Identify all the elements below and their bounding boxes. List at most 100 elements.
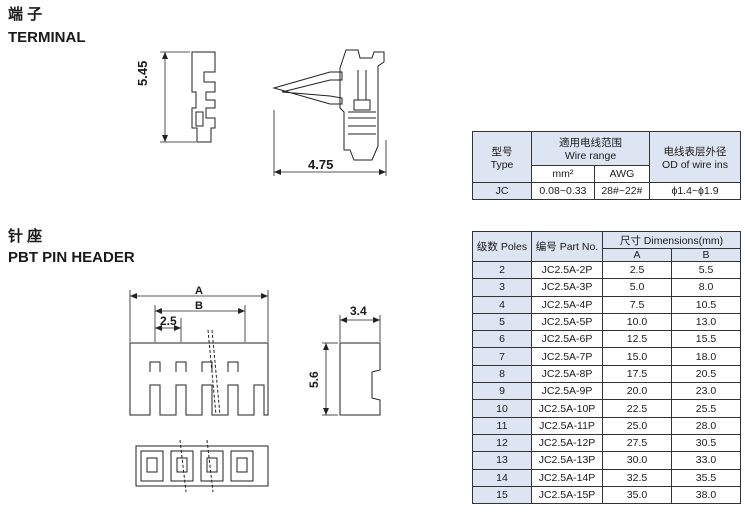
cell-poles: 3 [472, 278, 532, 297]
header-title-en: PBT PIN HEADER [8, 249, 135, 266]
cell-a: 12.5 [602, 330, 672, 349]
header-depth-label: 3.4 [350, 304, 367, 318]
cell-a: 15.0 [602, 347, 672, 366]
terminal-height-label: 5.45 [135, 60, 150, 86]
terminal-side-view [272, 49, 385, 161]
cell-b: 18.0 [670, 347, 742, 366]
cell-b: 38.0 [670, 485, 742, 505]
col-part-header: 编号 Part No. [531, 231, 603, 262]
cell-b: 8.0 [670, 278, 742, 297]
cell-a: 25.0 [602, 416, 672, 435]
cell-b: 33.0 [670, 451, 742, 470]
cell-b: 28.0 [670, 416, 742, 435]
terminal-title-en: TERMINAL [8, 29, 86, 46]
cell-b: 5.5 [670, 260, 742, 280]
cell-a: 22.5 [602, 399, 672, 418]
cell-part: JC2.5A-9P [531, 382, 603, 401]
header-side-view [322, 315, 381, 416]
cell-poles: 13 [472, 451, 532, 470]
header-dimensions [129, 290, 269, 342]
cell-b: 20.5 [670, 364, 742, 384]
cell-poles: 8 [472, 364, 532, 384]
cell-a: 7.5 [602, 295, 672, 314]
header-spec-table: 级数 Poles 编号 Part No. 尺寸 Dimensions(mm) A… [472, 231, 742, 505]
cell-a: 30.0 [602, 451, 672, 470]
cell-part: JC2.5A-10P [531, 399, 603, 418]
terminal-od-cell: ϕ1.4~ϕ1.9 [649, 182, 741, 200]
cell-a: 5.0 [602, 278, 672, 297]
cell-part: JC2.5A-6P [531, 330, 603, 349]
terminal-front-view [191, 51, 216, 143]
header-pitch-label: 2.5 [160, 314, 177, 328]
cell-part: JC2.5A-11P [531, 416, 603, 435]
cell-part: JC2.5A-5P [531, 312, 603, 332]
terminal-awg-cell: 28#~22# [593, 182, 651, 200]
terminal-width-label: 4.75 [308, 157, 334, 172]
terminal-dimensions [160, 51, 387, 176]
sub-mm2-header: mm² [531, 165, 595, 183]
header-dim-b-label: B [195, 300, 203, 312]
terminal-mm2-cell: 0.08~0.33 [531, 182, 595, 200]
header-bottom-view [135, 439, 269, 493]
col-dims-header: 尺寸 Dimensions(mm) [602, 231, 741, 249]
header-front-view [129, 329, 269, 416]
cell-b: 10.5 [670, 295, 742, 314]
cell-part: JC2.5A-3P [531, 278, 603, 297]
cell-part: JC2.5A-12P [531, 433, 603, 453]
cell-poles: 10 [472, 399, 532, 418]
cell-poles: 7 [472, 347, 532, 366]
cell-poles: 4 [472, 295, 532, 314]
cell-b: 30.5 [670, 433, 742, 453]
cell-a: 32.5 [602, 468, 672, 487]
sub-b-header: B [670, 248, 742, 262]
terminal-title-cn: 端 子 [8, 6, 43, 23]
cell-poles: 15 [472, 485, 532, 505]
cell-b: 35.5 [670, 468, 742, 487]
cell-part: JC2.5A-13P [531, 451, 603, 470]
col-poles-header: 级数 Poles [472, 231, 532, 262]
terminal-type-cell: JC [472, 182, 532, 200]
cell-a: 2.5 [602, 260, 672, 280]
cell-poles: 9 [472, 382, 532, 401]
cell-a: 17.5 [602, 364, 672, 384]
cell-poles: 14 [472, 468, 532, 487]
cell-a: 20.0 [602, 382, 672, 401]
cell-part: JC2.5A-7P [531, 347, 603, 366]
header-dim-a-label: A [195, 285, 203, 297]
cell-a: 10.0 [602, 312, 672, 332]
sub-awg-header: AWG [593, 165, 651, 183]
cell-poles: 11 [472, 416, 532, 435]
cell-poles: 5 [472, 312, 532, 332]
cell-part: JC2.5A-8P [531, 364, 603, 384]
cell-a: 35.0 [602, 485, 672, 505]
cell-poles: 12 [472, 433, 532, 453]
sub-a-header: A [602, 248, 672, 262]
cell-b: 25.5 [670, 399, 742, 418]
cell-part: JC2.5A-14P [531, 468, 603, 487]
cell-part: JC2.5A-4P [531, 295, 603, 314]
cell-a: 27.5 [602, 433, 672, 453]
cell-b: 23.0 [670, 382, 742, 401]
header-height-label: 5.6 [307, 371, 321, 388]
cell-poles: 2 [472, 260, 532, 280]
cell-b: 15.5 [670, 330, 742, 349]
header-title-cn: 针 座 [8, 228, 43, 245]
